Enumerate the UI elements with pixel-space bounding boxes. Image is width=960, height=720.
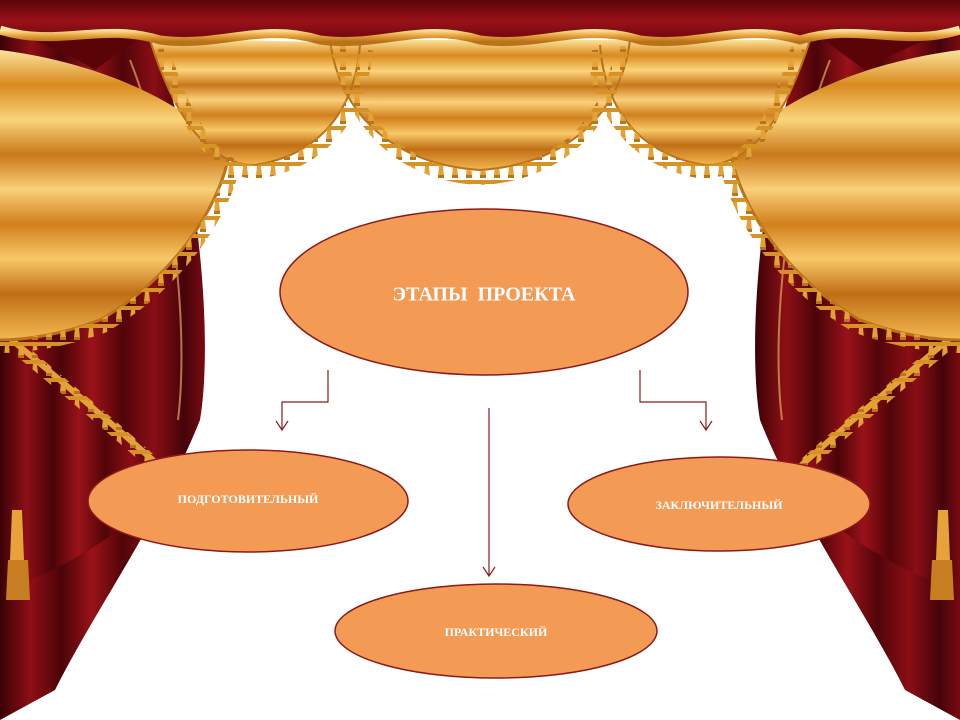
left-gold-swag	[0, 50, 243, 353]
arrowhead-right	[699, 420, 713, 432]
title-label: ЭТАПЫ ПРОЕКТА	[393, 284, 576, 306]
stage-label-preparatory: ПОДГОТОВИТЕЛЬНЫЙ	[178, 492, 319, 506]
stage-label-practical: ПРАКТИЧЕСКИЙ	[445, 625, 548, 639]
connector-left	[281, 370, 329, 430]
center-gold-swags	[149, 39, 811, 186]
top-valance	[0, 0, 960, 47]
connector-right	[639, 370, 707, 430]
node-final: ЗАКЛЮЧИТЕЛЬНЫЙ	[567, 456, 871, 552]
arrowhead-left	[275, 420, 289, 432]
connectors	[275, 370, 713, 578]
right-gold-swag	[717, 50, 960, 353]
node-preparatory: ПОДГОТОВИТЕЛЬНЫЙ	[87, 449, 409, 553]
right-drape-sweep	[780, 327, 960, 600]
stage-label-final: ЗАКЛЮЧИТЕЛЬНЫЙ	[655, 498, 783, 512]
node-practical: ПРАКТИЧЕСКИЙ	[334, 583, 658, 679]
node-title: ЭТАПЫ ПРОЕКТА	[279, 208, 689, 376]
arrowhead-center	[482, 566, 496, 578]
